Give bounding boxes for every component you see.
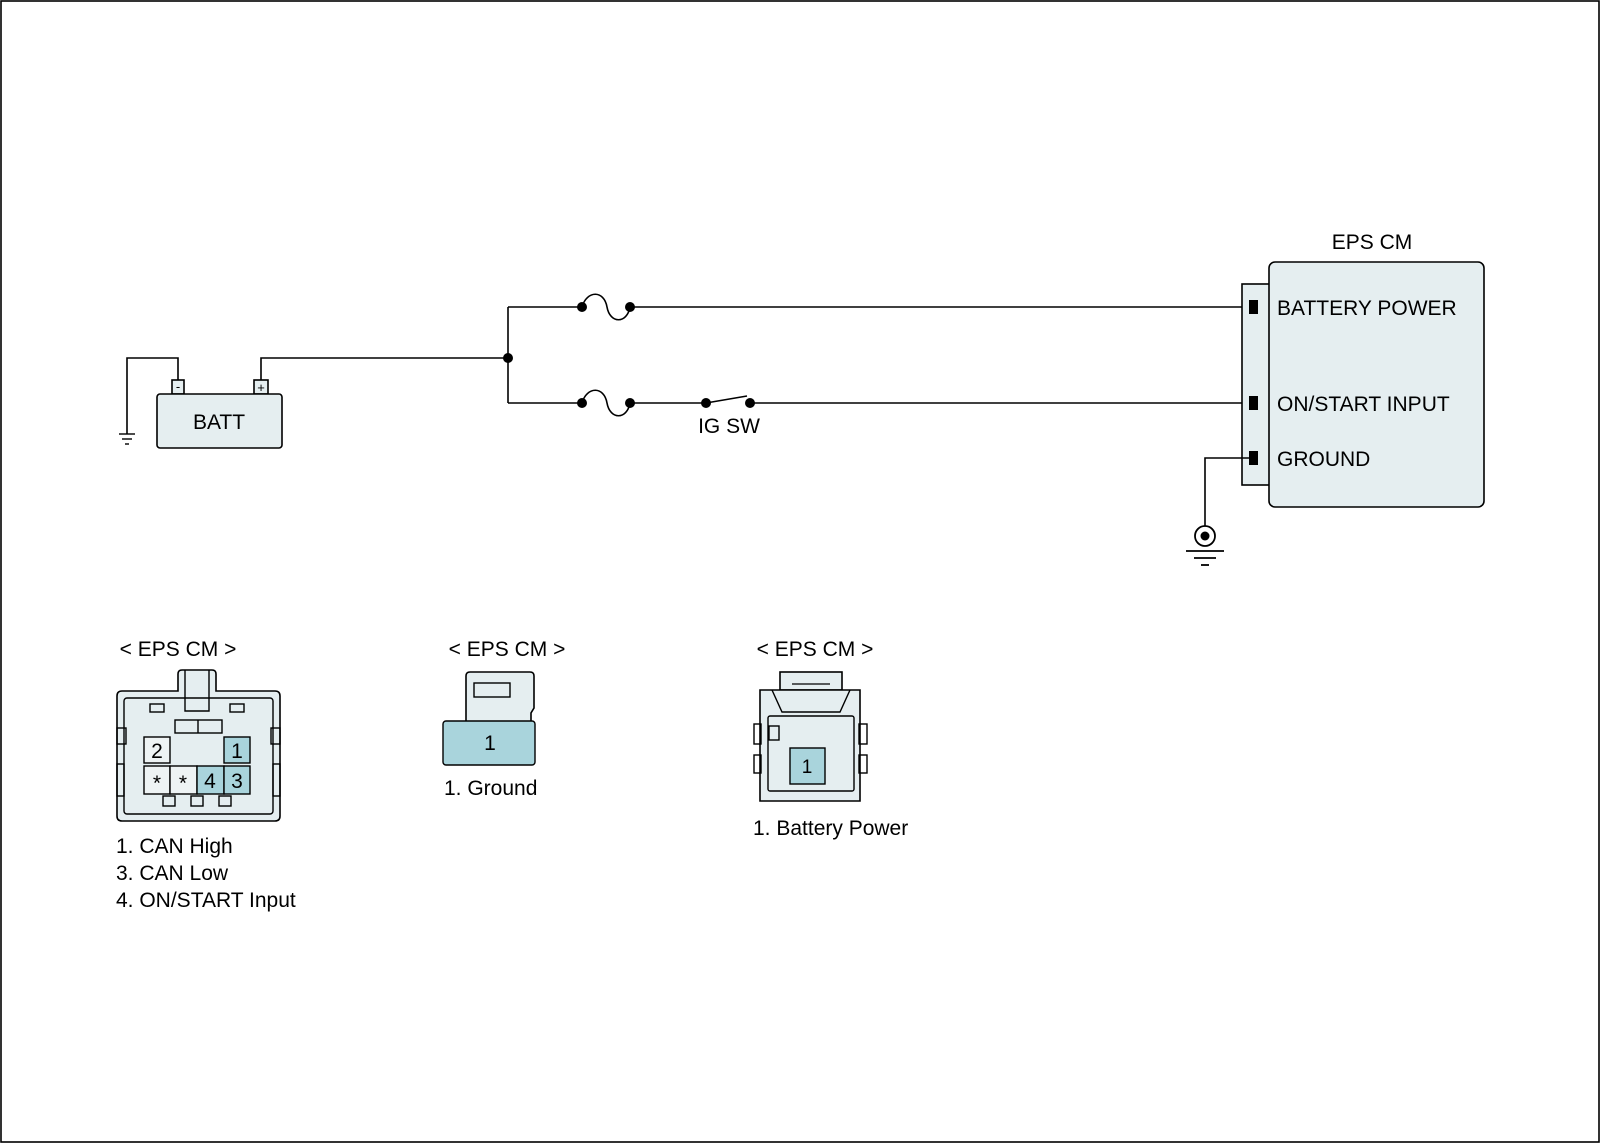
- connector-1-legend-1: 1. CAN High: [116, 835, 233, 858]
- connector-1-pin-empty-a-label: *: [153, 772, 161, 795]
- connector-1-pin-1-label: 1: [231, 740, 243, 763]
- module-body: [1268, 261, 1485, 508]
- connector-1-pin-3: [223, 765, 251, 795]
- connector-3: < EPS CM > 1 1. Battery Power: [753, 638, 908, 840]
- connector-1-pin-4: [196, 765, 225, 795]
- connector-1-pin-2-label: 2: [151, 740, 163, 763]
- connector-1-legend-3: 4. ON/START Input: [116, 889, 296, 912]
- connector-1-pin-3-label: 3: [231, 770, 243, 793]
- connector-3-legend-1: 1. Battery Power: [753, 817, 908, 840]
- connector-2: < EPS CM > 1 1. Ground: [442, 638, 566, 800]
- connector-1-side-lock-right: [270, 727, 281, 745]
- battery-positive-symbol: +: [257, 380, 265, 395]
- connector-1-housing: [116, 669, 281, 822]
- connector-3-latch-top: [779, 671, 843, 691]
- fuse-1-icon: [581, 293, 631, 321]
- terminal-label-battery-power: BATTERY POWER: [1277, 297, 1457, 320]
- connector-1-inner-wall: [123, 697, 274, 815]
- connector-3-housing: [759, 689, 861, 802]
- connector-2-latch: [473, 682, 511, 698]
- battery-ground-icon: [119, 433, 135, 445]
- supply-wiring: IG SW: [260, 293, 1253, 438]
- connector-1: < EPS CM > 2 1 * * 4 3 1. CAN High 3. CA…: [116, 638, 296, 912]
- eps-control-module: EPS CM BATTERY POWER ON/START INPUT GROU…: [1186, 231, 1485, 566]
- fuse-2-icon: [581, 389, 631, 417]
- connector-2-legend-1: 1. Ground: [444, 777, 537, 800]
- connector-1-side-lock-left: [116, 727, 127, 745]
- terminal-label-on-start: ON/START INPUT: [1277, 393, 1450, 416]
- connector-3-rib-right: [858, 754, 868, 774]
- battery-label: BATT: [193, 411, 245, 434]
- connector-1-rib-right: [272, 763, 281, 797]
- connector-3-title: < EPS CM >: [757, 638, 874, 661]
- connector-1-latch: [184, 670, 210, 712]
- connector-3-indicator: [768, 725, 780, 741]
- connector-1-legend-2: 3. CAN Low: [116, 862, 229, 885]
- connector-3-side-right: [858, 723, 868, 745]
- terminal-marker-battery-power: [1249, 300, 1258, 314]
- connector-1-pin-2: [143, 736, 171, 764]
- terminal-marker-on-start: [1249, 396, 1258, 410]
- terminal-marker-ground: [1249, 451, 1258, 465]
- battery-positive-wire: [260, 357, 508, 380]
- connector-1-terminal-window-c: [218, 795, 232, 807]
- ignition-switch-label: IG SW: [698, 415, 760, 438]
- connector-1-rib-left: [116, 763, 125, 797]
- battery: - + BATT: [119, 357, 283, 449]
- connector-3-rib-left: [753, 754, 762, 774]
- connector-1-pin-1: [223, 736, 251, 764]
- connector-3-pin-1: [789, 747, 826, 785]
- connector-2-title: < EPS CM >: [449, 638, 566, 661]
- connector-3-pin-1-label: 1: [802, 757, 813, 778]
- connector-1-title: < EPS CM >: [120, 638, 237, 661]
- module-ground-wire: [1204, 457, 1253, 526]
- connector-1-slot-left: [149, 703, 165, 713]
- connector-1-pin-empty-a: [143, 765, 171, 795]
- battery-negative-symbol: -: [176, 379, 180, 394]
- connector-1-terminal-window-a: [162, 795, 176, 807]
- ignition-switch-icon: [701, 395, 755, 408]
- connector-2-pin-1-label: 1: [484, 732, 496, 755]
- connector-1-pin-empty-b-label: *: [179, 772, 187, 795]
- battery-body: [156, 393, 283, 449]
- terminal-label-ground: GROUND: [1277, 448, 1370, 471]
- connector-2-pin-1: [442, 720, 536, 766]
- connector-3-side-left: [753, 723, 762, 745]
- connector-3-shoulder: [771, 689, 851, 713]
- connector-1-slot-right: [229, 703, 245, 713]
- module-title: EPS CM: [1332, 231, 1413, 254]
- connector-3-cavity: [767, 715, 855, 792]
- connector-1-pin-4-label: 4: [204, 770, 216, 793]
- junction-dot: [503, 353, 513, 363]
- chassis-ground-icon: [1186, 525, 1224, 566]
- battery-ground-wire: [126, 357, 179, 434]
- connector-1-terminal-window-b: [190, 795, 204, 807]
